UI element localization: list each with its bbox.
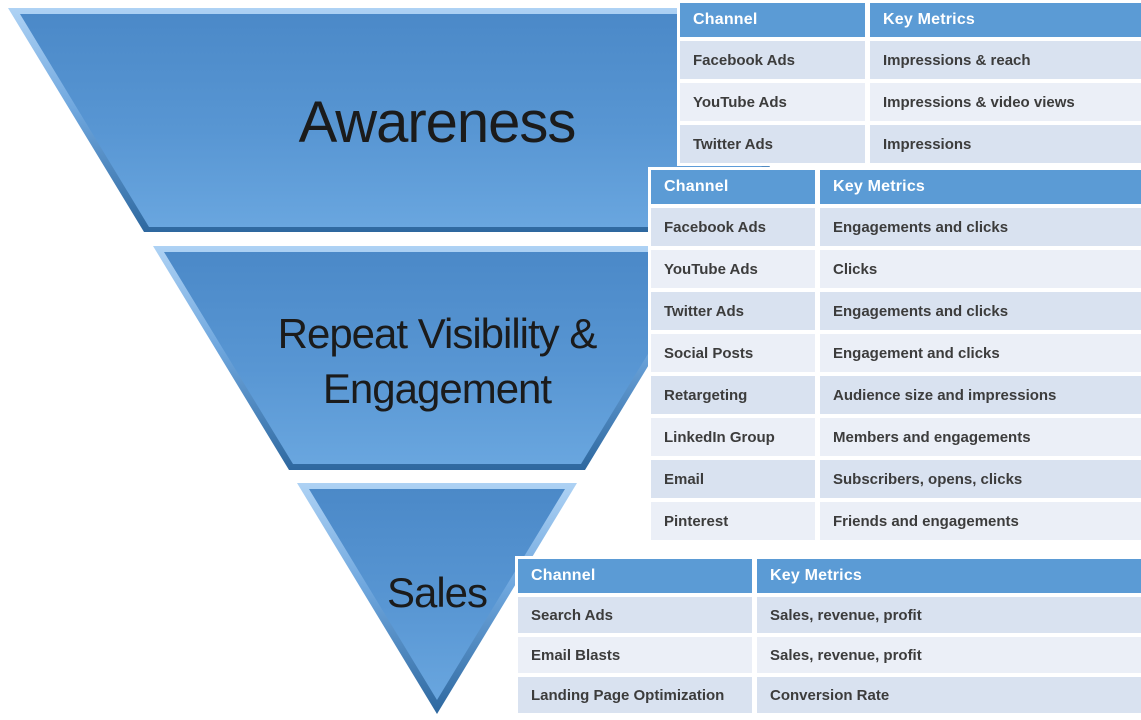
channel-cell: Facebook Ads <box>680 41 865 79</box>
channel-cell: LinkedIn Group <box>651 418 815 456</box>
engagement-channels-table: Channel Key Metrics Facebook Ads Engagem… <box>648 167 1141 543</box>
table-row: Email Blasts Sales, revenue, profit <box>518 637 1141 673</box>
table-row: Social Posts Engagement and clicks <box>651 334 1141 372</box>
metric-cell: Engagement and clicks <box>820 334 1141 372</box>
engagement-stage-face <box>164 252 710 464</box>
metrics-column-header: Key Metrics <box>757 559 1141 593</box>
channel-cell: Facebook Ads <box>651 208 815 246</box>
table-row: YouTube Ads Impressions & video views <box>680 83 1141 121</box>
metric-cell: Subscribers, opens, clicks <box>820 460 1141 498</box>
channel-cell: Email <box>651 460 815 498</box>
table-row: Email Subscribers, opens, clicks <box>651 460 1141 498</box>
metric-cell: Friends and engagements <box>820 502 1141 540</box>
channel-cell: YouTube Ads <box>651 250 815 288</box>
channel-cell: Retargeting <box>651 376 815 414</box>
table-row: Facebook Ads Engagements and clicks <box>651 208 1141 246</box>
metric-cell: Engagements and clicks <box>820 292 1141 330</box>
funnel-stage-engagement <box>153 246 721 470</box>
table-row: YouTube Ads Clicks <box>651 250 1141 288</box>
awareness-stage-label: Awareness <box>298 90 577 155</box>
table-header-row: Channel Key Metrics <box>680 3 1141 37</box>
table-header-row: Channel Key Metrics <box>651 170 1141 204</box>
metric-cell: Impressions & reach <box>870 41 1141 79</box>
channel-cell: Pinterest <box>651 502 815 540</box>
channel-column-header: Channel <box>518 559 752 593</box>
table-row: Retargeting Audience size and impression… <box>651 376 1141 414</box>
metric-cell: Sales, revenue, profit <box>757 637 1141 673</box>
channel-column-header: Channel <box>680 3 865 37</box>
engagement-stage-label: Repeat Visibility & Engagement <box>277 310 598 412</box>
metric-cell: Engagements and clicks <box>820 208 1141 246</box>
channel-cell: YouTube Ads <box>680 83 865 121</box>
channel-cell: Search Ads <box>518 597 752 633</box>
metrics-column-header: Key Metrics <box>820 170 1141 204</box>
awareness-stage-face <box>20 14 854 227</box>
sales-stage-label: Sales <box>386 569 488 616</box>
awareness-channels-table: Channel Key Metrics Facebook Ads Impress… <box>677 0 1141 166</box>
funnel-stage-sales <box>297 483 577 714</box>
metric-cell: Impressions & video views <box>870 83 1141 121</box>
channel-cell: Twitter Ads <box>680 125 865 163</box>
sales-stage-face <box>309 489 565 700</box>
table-header-row: Channel Key Metrics <box>518 559 1141 593</box>
metric-cell: Members and engagements <box>820 418 1141 456</box>
metric-cell: Clicks <box>820 250 1141 288</box>
metric-cell: Impressions <box>870 125 1141 163</box>
metric-cell: Sales, revenue, profit <box>757 597 1141 633</box>
channel-column-header: Channel <box>651 170 815 204</box>
table-row: Landing Page Optimization Conversion Rat… <box>518 677 1141 713</box>
metric-cell: Audience size and impressions <box>820 376 1141 414</box>
table-row: Twitter Ads Impressions <box>680 125 1141 163</box>
table-row: Twitter Ads Engagements and clicks <box>651 292 1141 330</box>
channel-cell: Social Posts <box>651 334 815 372</box>
channel-cell: Twitter Ads <box>651 292 815 330</box>
table-row: Search Ads Sales, revenue, profit <box>518 597 1141 633</box>
table-row: Pinterest Friends and engagements <box>651 502 1141 540</box>
sales-channels-table: Channel Key Metrics Search Ads Sales, re… <box>515 556 1141 716</box>
table-row: LinkedIn Group Members and engagements <box>651 418 1141 456</box>
metric-cell: Conversion Rate <box>757 677 1141 713</box>
table-row: Facebook Ads Impressions & reach <box>680 41 1141 79</box>
channel-cell: Landing Page Optimization <box>518 677 752 713</box>
channel-cell: Email Blasts <box>518 637 752 673</box>
metrics-column-header: Key Metrics <box>870 3 1141 37</box>
